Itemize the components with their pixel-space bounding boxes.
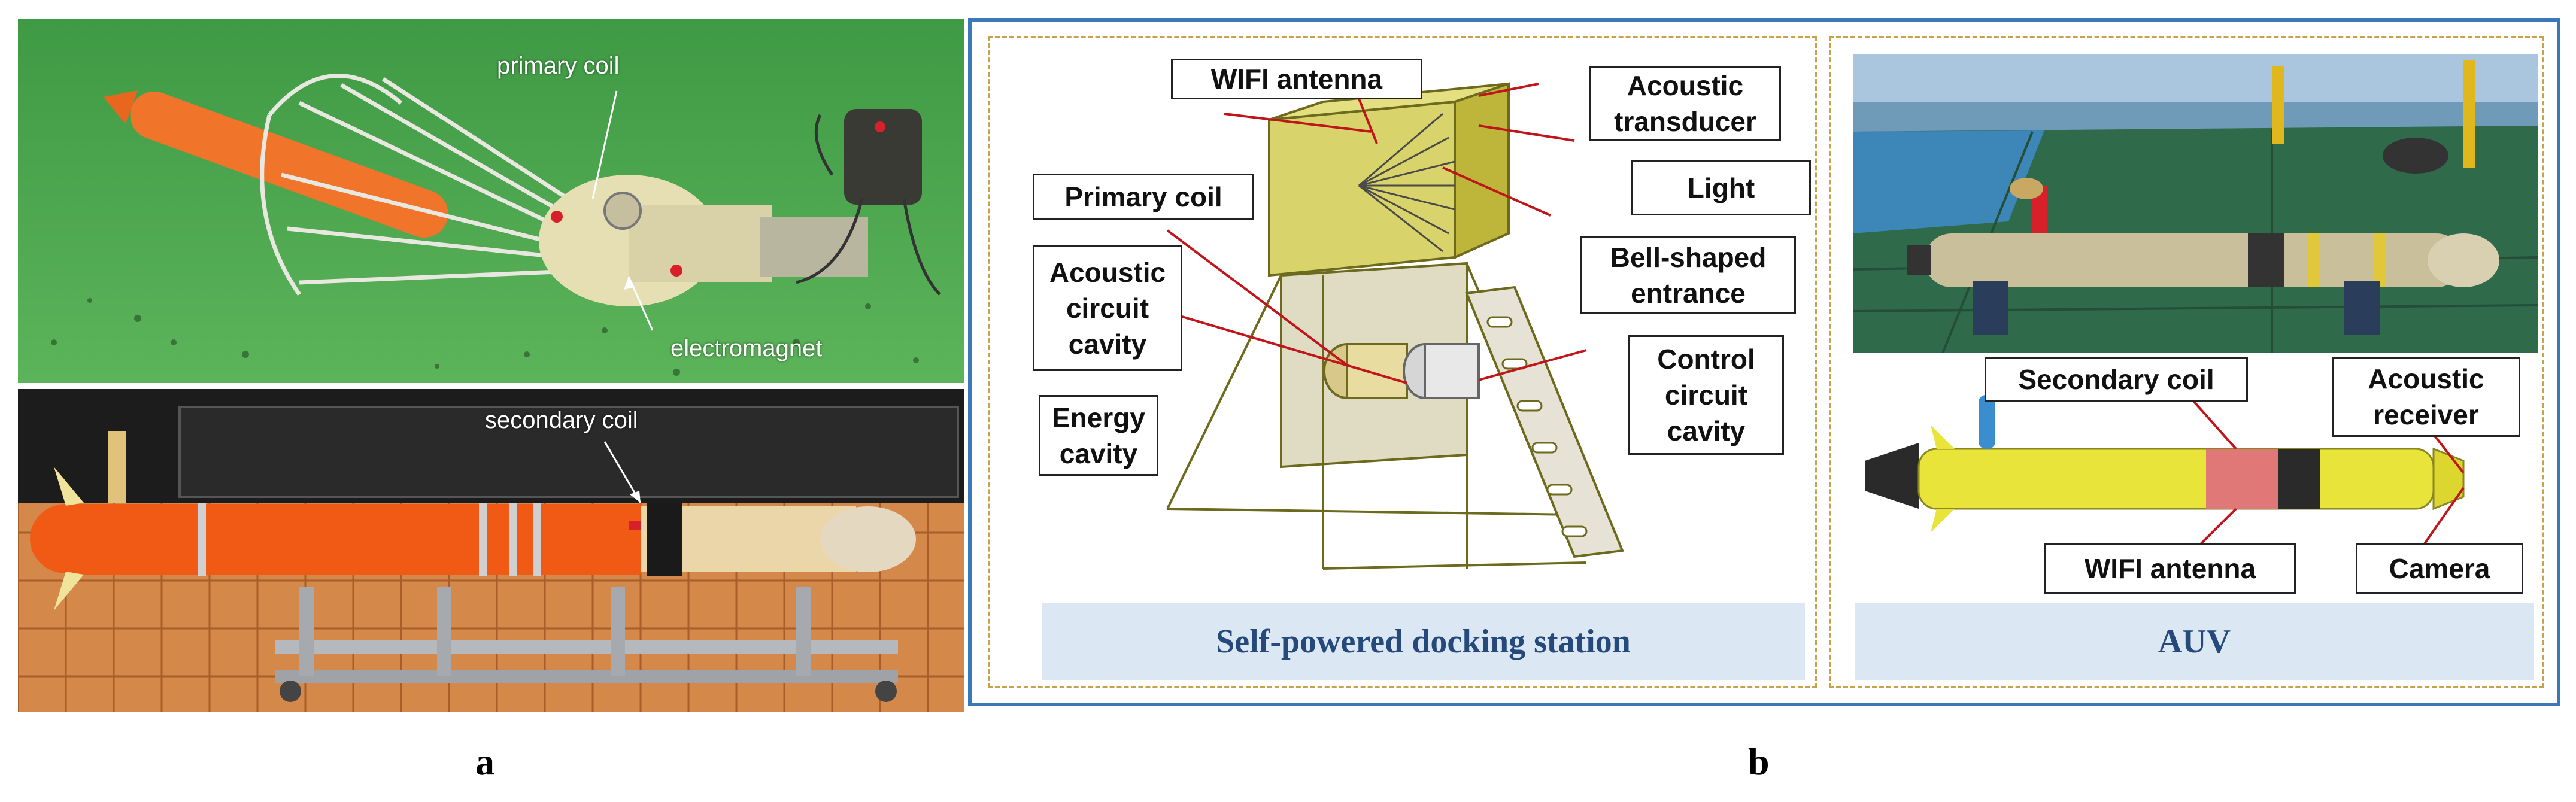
secondary-coil-label: secondary coil xyxy=(485,407,638,433)
panel-b-letter: b xyxy=(1748,740,1770,783)
callout-bell-shaped-entrance: Bell-shaped entrance xyxy=(1580,236,1796,314)
auv-cad-drawing xyxy=(1853,359,2538,610)
callout-wifi-antenna-station: WIFI antenna xyxy=(1171,59,1422,99)
electromagnet-label: electromagnet xyxy=(670,335,823,361)
callout-energy-cavity: Energy cavity xyxy=(1039,395,1158,476)
callout-wifi-antenna-auv: WIFI antenna xyxy=(2044,543,2296,594)
auv-ship-deck-photo xyxy=(1853,54,2538,353)
underwater-docking-photo: primary coil electromagnet xyxy=(18,19,964,383)
auv-title: AUV xyxy=(1855,603,2534,680)
callout-acoustic-receiver: Acoustic receiver xyxy=(2332,357,2520,437)
callout-acoustic-transducer: Acoustic transducer xyxy=(1589,66,1781,141)
docking-station-title: Self-powered docking station xyxy=(1042,603,1805,680)
callout-acoustic-circuit-cavity: Acoustic circuit cavity xyxy=(1033,245,1182,371)
auv-box xyxy=(1829,36,2544,688)
callout-primary-coil: Primary coil xyxy=(1033,174,1254,220)
panel-a-letter: a xyxy=(475,740,494,783)
callout-camera: Camera xyxy=(2356,543,2523,594)
callout-control-circuit-cavity: Control circuit cavity xyxy=(1628,335,1784,455)
panel-b-frame xyxy=(968,18,2560,706)
auv-on-deck-photo: secondary coil xyxy=(18,389,964,712)
primary-coil-label: primary coil xyxy=(497,53,620,79)
callout-light: Light xyxy=(1631,160,1811,215)
docking-station-box xyxy=(988,36,1817,688)
docking-station-drawing xyxy=(988,36,1817,599)
callout-secondary-coil: Secondary coil xyxy=(1985,357,2248,402)
